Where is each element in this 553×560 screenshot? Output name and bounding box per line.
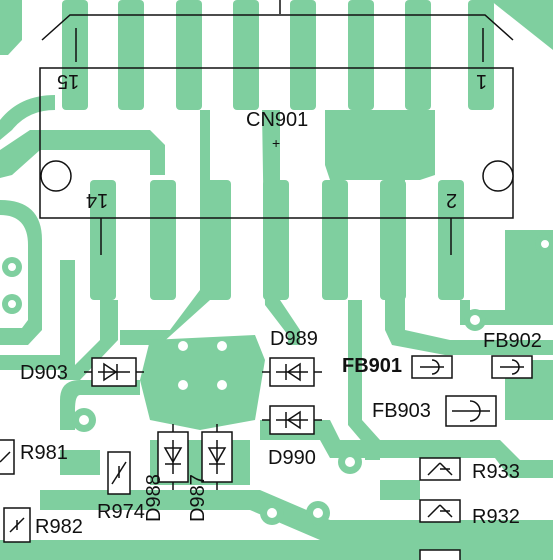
connector-center-mark: + [272, 135, 281, 151]
fb902-label: FB902 [483, 330, 542, 352]
r982-label: R982 [35, 516, 83, 538]
r981-symbol [0, 439, 15, 475]
d990-label: D990 [268, 447, 316, 469]
pin-15-label: 15 [57, 70, 80, 92]
r933-symbol [419, 457, 461, 481]
silkscreen-layer [0, 0, 533, 560]
fb901-label: FB901 [342, 355, 403, 377]
fb901-symbol [411, 355, 453, 379]
d987-symbol [201, 424, 233, 490]
d988-label: D988 [143, 474, 165, 522]
d987-label: D987 [187, 474, 209, 522]
r974-symbol [107, 451, 131, 495]
r933-label: R933 [472, 461, 520, 483]
d903-symbol [84, 357, 144, 387]
d903-label: D903 [20, 362, 68, 384]
fb903-label: FB903 [372, 400, 431, 422]
r932-symbol [419, 499, 461, 523]
fb903-symbol [445, 395, 497, 427]
d989-symbol [262, 357, 322, 387]
connector-ref-label: CN901 [246, 109, 309, 131]
via-holes [6, 238, 551, 520]
d989-label: D989 [270, 328, 318, 350]
pin-1-label: 1 [476, 70, 488, 92]
r981-label: R981 [20, 442, 68, 464]
r932-label: R932 [472, 506, 520, 528]
d990-symbol [262, 405, 322, 435]
fb902-symbol [491, 355, 533, 379]
partial-resistor-bottom [419, 549, 461, 560]
r982-symbol [3, 507, 31, 543]
connector-outline [39, 67, 514, 219]
mounting-hole-right [482, 160, 514, 192]
d988-symbol [157, 424, 189, 490]
mounting-hole-left [40, 160, 72, 192]
pin-14-label: 14 [86, 189, 109, 211]
r974-label: R974 [97, 501, 145, 523]
pin-2-label: 2 [446, 189, 458, 211]
